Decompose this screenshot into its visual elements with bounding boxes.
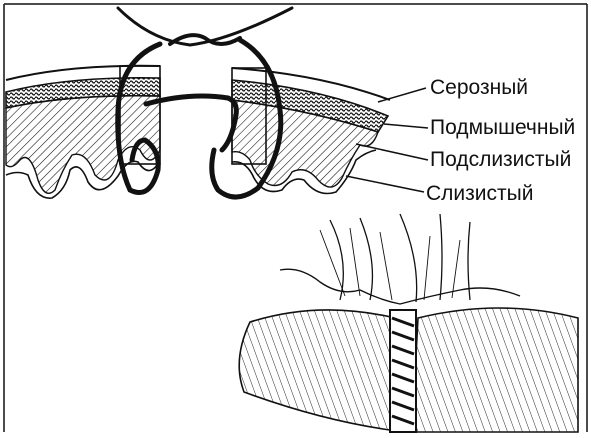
sutured-intestine — [239, 214, 578, 432]
label-serosa: Серозный — [430, 76, 528, 99]
leader-submucosa — [356, 144, 428, 160]
leader-muscular — [384, 124, 428, 128]
leader-mucosa — [346, 176, 424, 192]
wall-cross-section-left — [6, 66, 160, 198]
label-submucosa: Подслизистый — [430, 148, 571, 171]
label-muscular: Подмышечный — [430, 116, 575, 139]
label-mucosa: Слизистый — [426, 182, 533, 205]
leader-serosa — [378, 88, 426, 102]
wall-cross-section-right — [232, 68, 390, 194]
